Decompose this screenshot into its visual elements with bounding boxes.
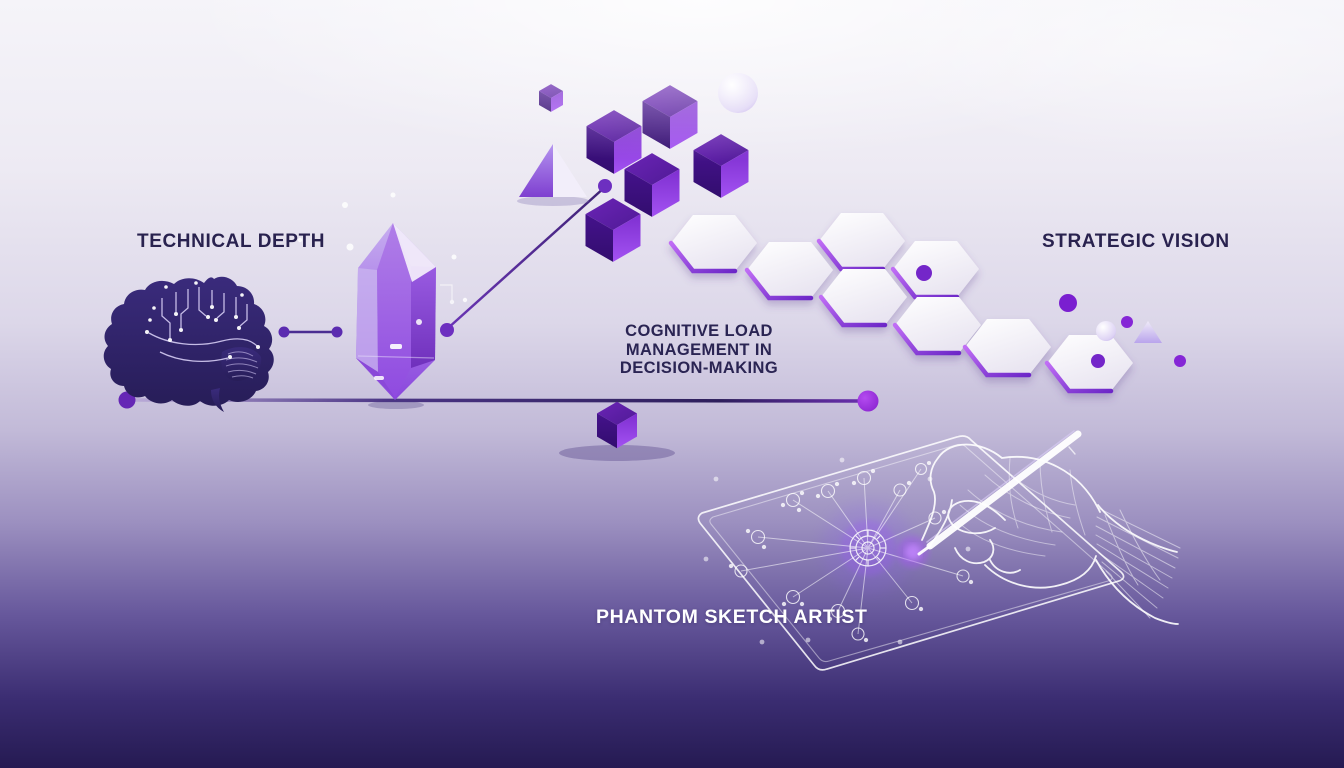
pyramid-icon — [517, 144, 589, 206]
fulcrum-cube-icon — [559, 401, 675, 461]
cube — [693, 134, 749, 198]
hexagon — [816, 213, 905, 272]
crystal-prism-icon — [297, 192, 468, 400]
hexagon — [668, 215, 757, 274]
technical-depth-label: TECHNICAL DEPTH — [137, 231, 326, 252]
phantom-sketch-artist-label: PHANTOM SKETCH ARTIST — [596, 606, 868, 628]
sphere-icon — [1096, 321, 1116, 341]
triangle-icon — [1134, 321, 1162, 343]
cube — [642, 85, 698, 149]
center-caption: COGNITIVE LOAD MANAGEMENT IN DECISION-MA… — [574, 322, 824, 378]
strategic-vision-label: STRATEGIC VISION — [1042, 231, 1230, 252]
hexagon — [744, 242, 833, 301]
brain-crystal-connector — [278, 326, 343, 338]
beam-right-dot — [857, 390, 879, 412]
forearm-mesh — [1095, 507, 1181, 619]
caption-line: COGNITIVE LOAD — [625, 322, 773, 340]
hexagon — [890, 241, 979, 300]
wireframe-hand-stylus-icon — [917, 430, 1181, 625]
sphere-icon — [718, 73, 758, 113]
caption-line: MANAGEMENT IN — [625, 340, 773, 359]
small-cube — [539, 84, 563, 112]
brain-silhouette — [103, 276, 274, 406]
hexagon — [818, 269, 907, 328]
circuit-brain-icon — [103, 276, 274, 412]
hexagon — [1044, 335, 1133, 394]
caption-line: DECISION-MAKING — [619, 359, 779, 377]
cube — [585, 198, 641, 262]
